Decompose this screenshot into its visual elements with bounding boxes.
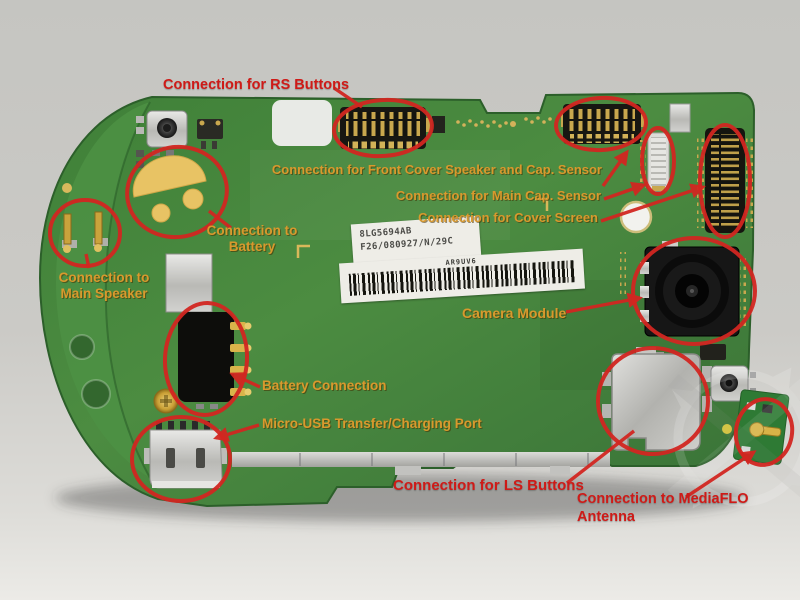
front-cover-speaker-connector (561, 104, 645, 144)
board-shading (250, 150, 510, 240)
solder-pad (62, 183, 72, 193)
shield-can (165, 253, 213, 313)
gold-test-pads (456, 116, 552, 128)
test-pad-circle (619, 200, 653, 234)
metal-component (669, 103, 691, 133)
cover-screen-connector (697, 128, 753, 233)
passive-component (432, 116, 445, 133)
main-cap-sensor-connector (640, 132, 670, 192)
thermal-pad (272, 100, 332, 146)
gold-screw (153, 388, 179, 414)
board-left-flap (56, 102, 150, 478)
rs-buttons-connector (338, 107, 430, 149)
flap-hole (69, 334, 95, 360)
flap-hole (81, 379, 111, 409)
dome-switch-top-left (136, 110, 188, 168)
passive-component (700, 344, 726, 360)
micro-usb-port (144, 421, 227, 489)
